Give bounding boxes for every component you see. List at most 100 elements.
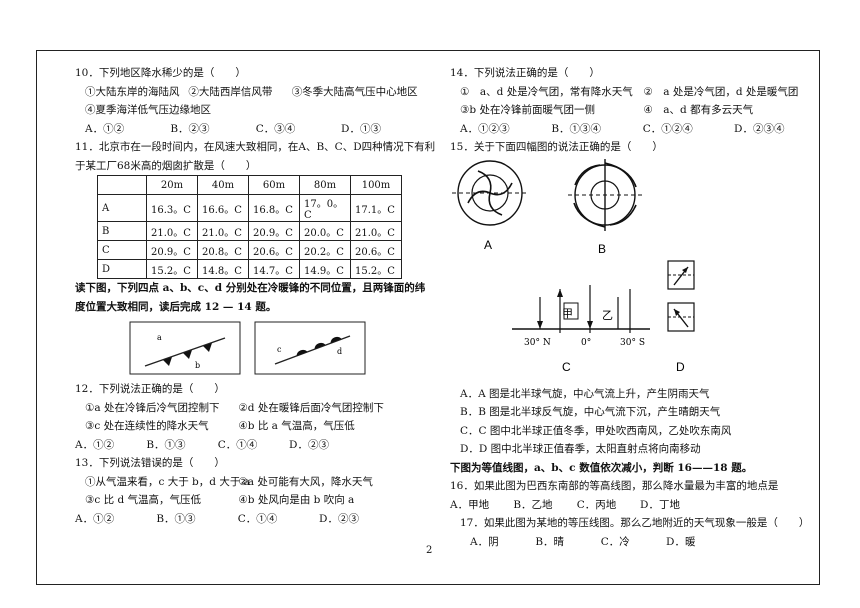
q14-items-2: ③b 处在冷锋前面暖气团一侧 ④ a、d 都有多云天气: [450, 101, 810, 120]
table-cell: 14.8。C: [197, 259, 249, 279]
label-yi: 乙: [602, 309, 613, 322]
q16-options: A．甲地 B．乙地 C．丙地 D．丁地: [450, 496, 810, 515]
q10-item-4: ④夏季海洋低气压边缘地区: [85, 104, 211, 116]
table-row: B 21.0。C 21.0。C 20.9。C 20.0。C 21.0。C: [97, 221, 402, 241]
q12-options: A．①② B．①③ C．①④ D．②③: [75, 436, 435, 455]
q10-stem: 10．下列地区降水稀少的是（ ）: [75, 67, 246, 79]
q14-option-d: D．②③④: [734, 122, 785, 135]
q10-option-c: C．③④: [255, 122, 296, 135]
q16-option-a: A．甲地: [450, 498, 490, 511]
q12-option-b: B．①③: [146, 438, 186, 451]
q16-stem: 16．如果此图为巴西东南部的等高线图，那么降水量最为丰富的地点是: [450, 480, 779, 492]
intro-12-14-line-2: 度位置大致相同，读后完成 12 — 14 题。: [75, 300, 277, 313]
q10-items: ①大陆东岸的海陆风 ②大陆西岸信风带 ③冬季大陆高气压中心地区: [75, 83, 435, 102]
q14-option-a: A．①②③: [460, 122, 510, 135]
table-cell: 20.6。C: [248, 240, 300, 260]
q17-option-b: B．晴: [535, 535, 565, 548]
q14-item-2: ② a 处是冷气团，d 处是暖气团: [643, 85, 799, 98]
table-cell: B: [97, 221, 147, 241]
table-header-cell: [97, 175, 147, 195]
table-cell: 15.2。C: [146, 259, 198, 279]
q13-item-4: ④b 处风向是由 b 吹向 a: [238, 494, 355, 506]
label-d: d: [337, 347, 342, 356]
q13-option-a: A．①②: [75, 512, 115, 525]
q13-stem: 13．下列说法错误的是（ ）: [75, 457, 225, 469]
table-cell: A: [97, 194, 147, 222]
label-30n: 30° N: [524, 338, 551, 348]
q12-item-4: ④b 比 a 气温高，气压低: [238, 420, 355, 432]
table-cell: 14.9。C: [299, 259, 351, 279]
table-cell: 15.2。C: [350, 259, 402, 279]
q12-option-d: D．②③: [289, 438, 329, 451]
right-column: 14．下列说法正确的是（ ） ① a、d 处是冷气团，常有降水天气 ② a 处是…: [450, 64, 810, 551]
table-cell: 14.7。C: [248, 259, 300, 279]
fig-label-c: C: [562, 360, 571, 374]
q15-stem: 15．关于下面四幅图的说法正确的是（ ）: [450, 141, 663, 153]
q13-option-d: D．②③: [319, 512, 359, 525]
q13-item-3: ③c 比 d 气温高，气压低: [85, 494, 202, 506]
q15-option-d: D．D 图中北半球正值春季，太阳直射点将向南移动: [460, 443, 701, 455]
label-c: c: [277, 345, 282, 354]
q10-options: A．①② B．②③ C．③④ D．①③: [75, 120, 435, 139]
table-header-cell: 40m: [197, 175, 249, 195]
table-cell: 17。0。C: [299, 194, 351, 222]
q10-item-1: ①大陆东岸的海陆风: [85, 85, 180, 98]
fig-label-b: B: [598, 242, 606, 256]
table-header-cell: 80m: [299, 175, 351, 195]
table-cell: 21.0。C: [197, 221, 249, 241]
q12-item-1: ①a 处在冷锋后冷气团控制下: [85, 401, 220, 414]
intro-12-14-line-1: 读下图，下列四点 a、b、c、d 分别处在冷暖锋的不同位置，且两锋面的纬: [75, 282, 426, 294]
table-cell: D: [97, 259, 147, 279]
table-row: A 16.3。C 16.6。C 16.8。C 17。0。C 17.1。C: [97, 194, 402, 222]
q14-item-1: ① a、d 处是冷气团，常有降水天气: [460, 85, 633, 98]
q12-option-c: C．①④: [217, 438, 258, 451]
table-cell: 16.8。C: [248, 194, 300, 222]
page-frame: [36, 50, 820, 585]
q10-option-b: B．②③: [170, 122, 210, 135]
figure-b: B: [568, 158, 642, 256]
front-diagram: a b c d: [129, 321, 366, 375]
table-cell: 16.3。C: [146, 194, 198, 222]
front-figures: a b c d: [75, 316, 435, 380]
q12-item-3: ③c 处在连续性的降水天气: [85, 420, 209, 432]
table-cell: 16.6。C: [197, 194, 249, 222]
q14-item-4: ④ a、d 都有多云天气: [643, 104, 754, 116]
q17-stem: 17．如果此图为某地的等压线图。那么乙地附近的天气现象一般是（ ）: [460, 517, 810, 529]
table-header-row: 20m 40m 60m 80m 100m: [97, 175, 402, 195]
q12-option-a: A．①②: [75, 438, 115, 451]
table-cell: 20.6。C: [350, 240, 402, 260]
table-header-cell: 60m: [248, 175, 300, 195]
q11-stem-2: 于某工厂68米高的烟囱扩散是（ ）: [75, 159, 257, 172]
table-row: C 20.9。C 20.8。C 20.6。C 20.2。C 20.6。C: [97, 240, 402, 260]
table-header-cell: 20m: [146, 175, 198, 195]
label-30s: 30° S: [620, 338, 645, 348]
q16-option-c: C．丙地: [576, 498, 617, 511]
q10-option-a: A．①②: [85, 122, 125, 135]
q13-options: A．①② B．①③ C．①④ D．②③: [75, 510, 435, 529]
label-a: a: [157, 333, 162, 342]
table-header-cell: 100m: [350, 175, 402, 195]
q17-option-c: C．冷: [600, 535, 630, 548]
q11-stem-1: 11．北京市在一段时间内，在风速大致相同，在A、B、C、D四种情况下有利: [75, 141, 436, 153]
q17-option-a: A．阴: [470, 535, 499, 548]
label-b: b: [195, 361, 200, 370]
q13-option-b: B．①③: [156, 512, 196, 525]
figure-d: D: [667, 259, 695, 374]
fig-label-a: A: [484, 238, 492, 252]
q15-figures: A B: [450, 157, 810, 385]
intro-16-18: 下图为等值线图，a、b、c 数值依次减小，判断 16——18 题。: [450, 461, 753, 474]
left-column: 10．下列地区降水稀少的是（ ） ①大陆东岸的海陆风 ②大陆西岸信风带 ③冬季大…: [75, 64, 435, 528]
table-row: D 15.2。C 14.8。C 14.7。C 14.9。C 15.2。C: [97, 259, 402, 279]
q10-option-d: D．①③: [341, 122, 381, 135]
q13-option-c: C．①④: [237, 512, 278, 525]
q10-item-2: ②大陆西岸信风带: [188, 85, 273, 98]
q13-items-1: ①从气温来看，c 大于 b，d 大于 a ②a 处可能有大风，降水天气: [75, 473, 435, 492]
table-cell: 20.9。C: [248, 221, 300, 241]
figure-a: A: [452, 159, 528, 252]
q13-item-2: ②a 处可能有大风，降水天气: [238, 475, 373, 488]
table-cell: 17.1。C: [350, 194, 402, 222]
q13-items-2: ③c 比 d 气温高，气压低 ④b 处风向是由 b 吹向 a: [75, 491, 435, 510]
q15-diagram: A B: [452, 158, 695, 374]
table-cell: 20.0。C: [299, 221, 351, 241]
q14-option-c: C．①②④: [642, 122, 693, 135]
